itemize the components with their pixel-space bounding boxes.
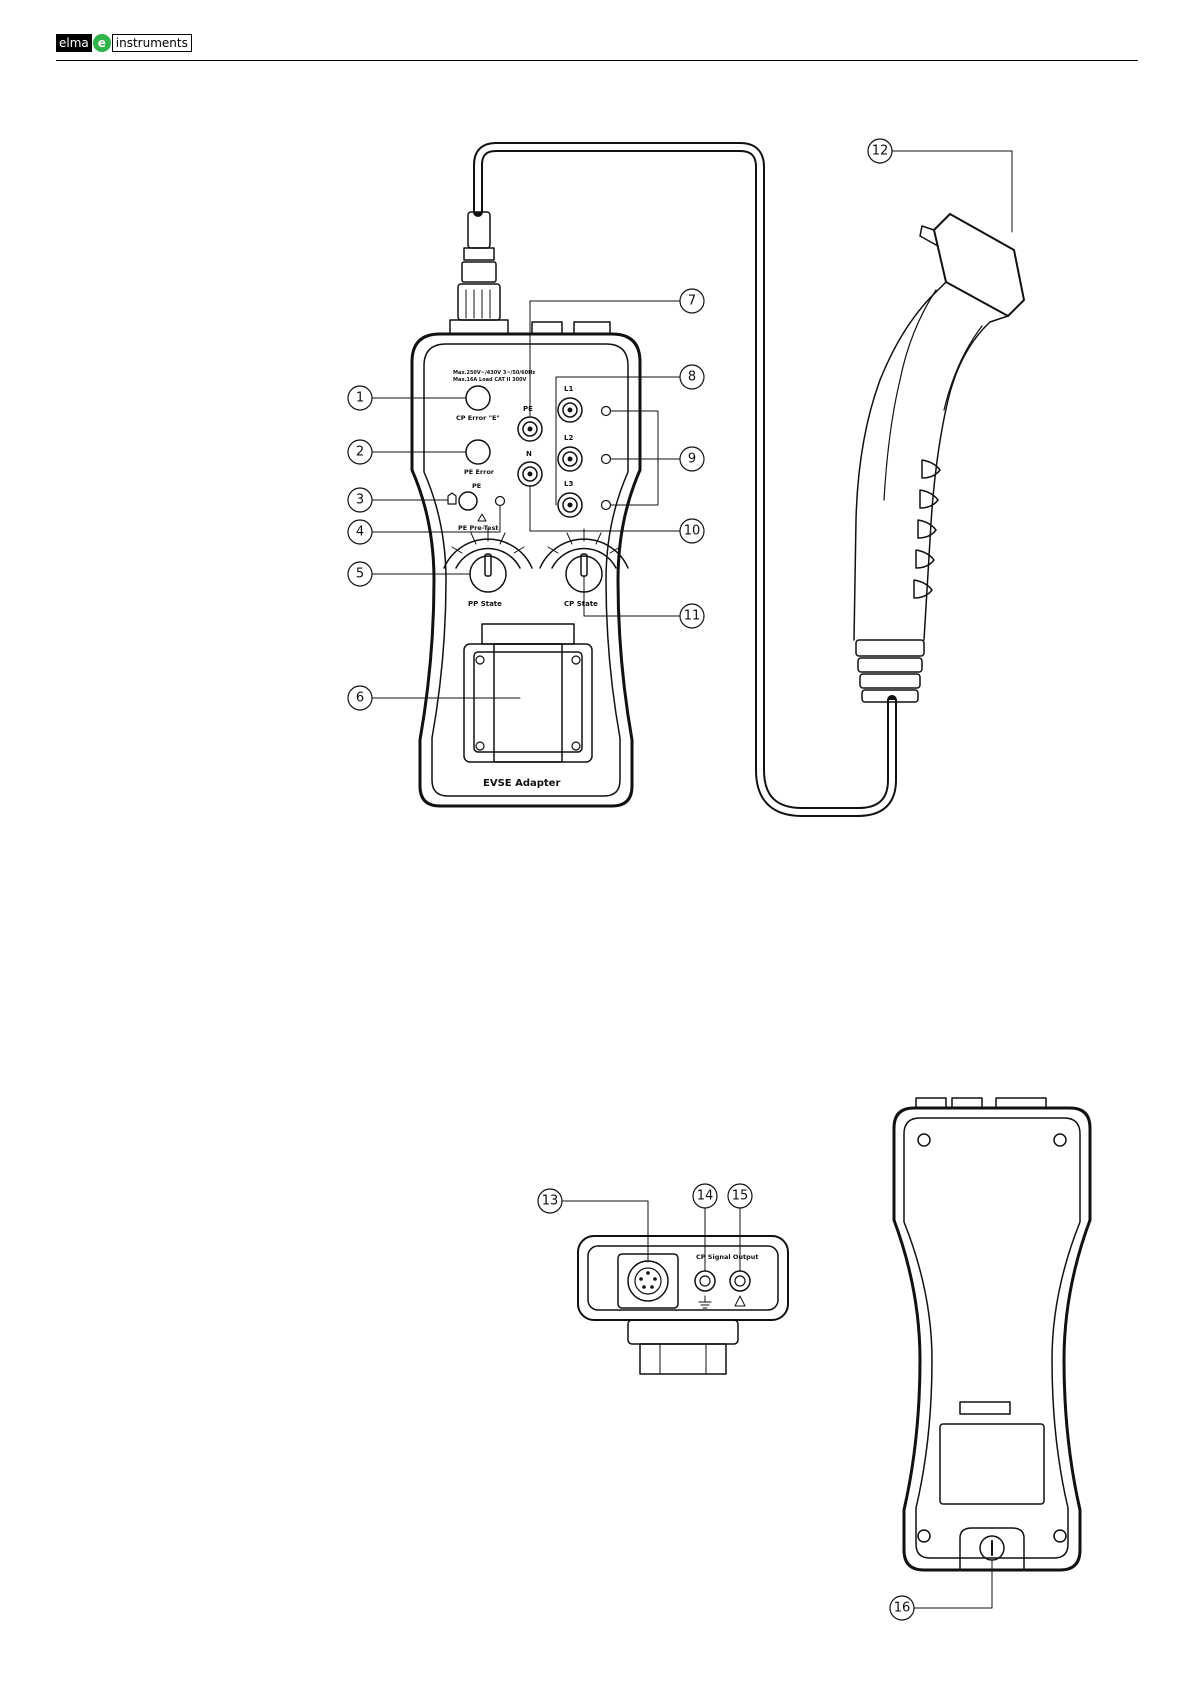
callout-8: 8 [680, 365, 704, 389]
pp-state-label: PP State [468, 600, 502, 608]
pe-pretest-led [496, 497, 505, 506]
ground-icon [699, 1296, 711, 1308]
pe-socket-label: PE [523, 405, 533, 413]
callout-11: 11 [680, 604, 704, 628]
callout-4: 4 [348, 520, 372, 544]
svg-text:13: 13 [542, 1194, 559, 1209]
pe-error-label: PE Error [464, 468, 495, 476]
l3-led [602, 501, 611, 510]
cp-error-indicator [466, 386, 490, 410]
pp-state-selector [444, 529, 532, 592]
callout-2: 2 [348, 440, 372, 464]
callout-13: 13 [538, 1189, 562, 1213]
svg-text:16: 16 [894, 1601, 911, 1616]
cp-signal-socket-output [730, 1271, 750, 1291]
rating-line-1: Max.250V~/430V 3~/50/60Hz [453, 370, 535, 376]
strain-relief [450, 212, 508, 334]
callout-3: 3 [348, 488, 372, 512]
rating-line-2: Max.16A Load CAT II 300V [453, 377, 527, 383]
svg-text:4: 4 [356, 525, 364, 540]
callout-7: 7 [680, 289, 704, 313]
pe-pretest-label: PE Pre-Test [458, 524, 499, 532]
callout-10: 10 [680, 519, 704, 543]
pe-error-indicator [466, 440, 490, 464]
svg-text:10: 10 [684, 524, 701, 539]
pe-pretest-touch-button [459, 492, 477, 510]
svg-text:11: 11 [684, 609, 701, 624]
hand-touch-icon [448, 493, 456, 504]
cp-state-label: CP State [564, 600, 598, 608]
svg-text:7: 7 [688, 294, 696, 309]
l1-led [602, 407, 611, 416]
warning-triangle-icon [735, 1296, 745, 1306]
cp-signal-socket-ground [695, 1271, 715, 1291]
svg-text:6: 6 [356, 691, 364, 706]
svg-text:8: 8 [688, 370, 696, 385]
callout-5: 5 [348, 562, 372, 586]
callout-1: 1 [348, 386, 372, 410]
svg-text:3: 3 [356, 493, 364, 508]
adapter-rear-view [894, 1098, 1090, 1570]
l2-led [602, 455, 611, 464]
l2-socket-label: L2 [564, 434, 573, 442]
cable-connector-port [628, 1261, 668, 1301]
svg-text:12: 12 [872, 144, 889, 159]
pe-pretest-marker: PE [472, 482, 481, 490]
svg-text:15: 15 [732, 1189, 749, 1204]
callout-6: 6 [348, 686, 372, 710]
n-socket-label: N [526, 450, 532, 458]
callout-15: 15 [728, 1184, 752, 1208]
callout-16: 16 [890, 1596, 914, 1620]
svg-text:9: 9 [688, 452, 696, 467]
cp-error-label: CP Error "E" [456, 414, 500, 422]
callout-9: 9 [680, 447, 704, 471]
svg-text:2: 2 [356, 445, 364, 460]
warning-triangle-icon [478, 514, 486, 521]
svg-text:1: 1 [356, 391, 364, 406]
adapter-title: EVSE Adapter [483, 778, 560, 789]
svg-text:5: 5 [356, 567, 364, 582]
svg-text:14: 14 [697, 1189, 714, 1204]
type2-charging-plug [854, 214, 1024, 702]
callout-12: 12 [868, 139, 892, 163]
mains-socket [464, 624, 592, 762]
callout-14: 14 [693, 1184, 717, 1208]
l1-socket-label: L1 [564, 385, 573, 393]
l3-socket-label: L3 [564, 480, 573, 488]
